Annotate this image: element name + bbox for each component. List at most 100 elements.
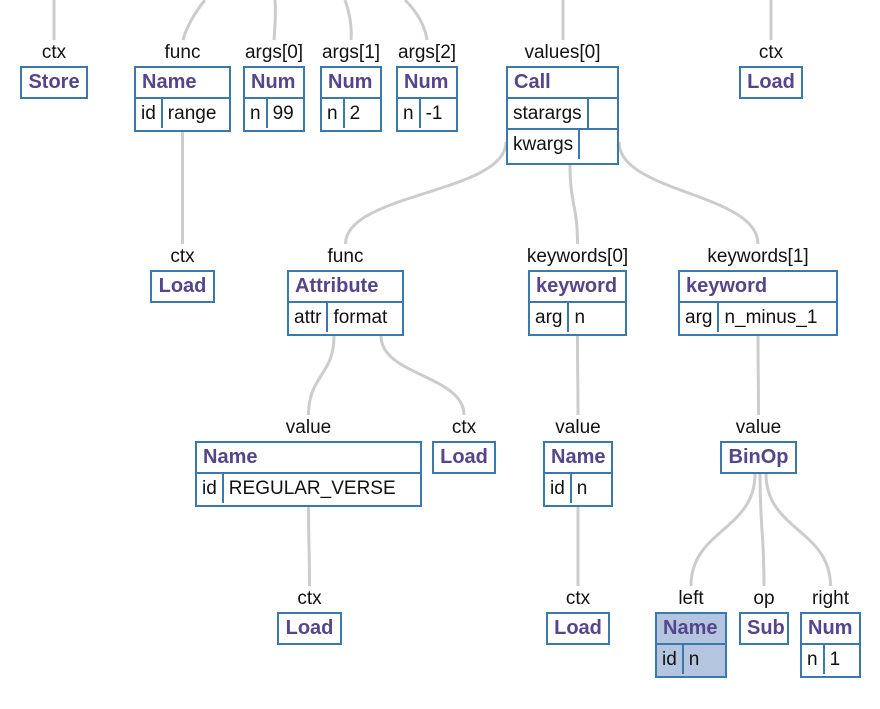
node-edge-label: left <box>678 588 704 609</box>
field-name: id <box>662 649 677 670</box>
node-edge-label: ctx <box>758 42 784 63</box>
node-edge-label: ctx <box>297 588 322 609</box>
edge-offscreen-args0 <box>272 0 277 41</box>
node-edge-label: value <box>285 417 332 438</box>
node-type-title: Attribute <box>295 275 379 297</box>
field-value: 99 <box>265 99 303 128</box>
field-name: n <box>327 103 338 124</box>
edge-n_call-to-n_kw1 <box>617 141 760 245</box>
field-value: n <box>569 474 611 503</box>
node-type-title: Load <box>747 71 795 93</box>
node-box: Sub <box>739 612 789 645</box>
node-edge-label: ctx <box>451 417 477 438</box>
node-edge-label: ctx <box>565 588 591 609</box>
node-type-title: Name <box>663 617 718 639</box>
field-value <box>578 130 617 159</box>
edge-offscreen-args1 <box>343 0 353 41</box>
node-field-row: starargs <box>508 97 617 128</box>
node-type-title: Sub <box>747 617 785 639</box>
node-edge-label: op <box>753 588 775 609</box>
field-name: attr <box>294 307 322 328</box>
node-type-title: keyword <box>686 275 768 297</box>
node-box: Load <box>546 612 610 645</box>
node-field-row: n-1 <box>398 97 456 128</box>
field-value: -1 <box>418 99 456 128</box>
node-edge-label: args[1] <box>321 42 381 63</box>
field-name: arg <box>535 307 563 328</box>
field-name: n <box>250 103 261 124</box>
node-box: Load <box>277 612 342 645</box>
field-name: n <box>403 103 414 124</box>
edge-offscreen-func <box>181 0 207 41</box>
node-type-title: Load <box>285 617 334 639</box>
node-box: Load <box>150 270 215 303</box>
edge-offscreen-args2 <box>403 0 429 41</box>
field-value <box>586 99 617 128</box>
edge-n_attribute-to-n_name_rv <box>307 335 336 416</box>
node-field-row: kwargs <box>508 128 617 159</box>
node-edge-label: keywords[1] <box>707 246 809 267</box>
edge-n_kw1-to-n_binop <box>756 335 760 416</box>
field-name: kwargs <box>513 134 574 155</box>
node-box: BinOp <box>720 441 797 474</box>
node-type-title: Num <box>328 71 373 93</box>
field-name: starargs <box>513 103 582 124</box>
node-edge-label: value <box>555 417 601 438</box>
node-edge-label: right <box>812 588 849 609</box>
node-edge-label: func <box>327 246 364 267</box>
field-name: id <box>550 478 565 499</box>
field-name: id <box>202 478 217 499</box>
node-box: Store <box>20 66 88 99</box>
field-value: 2 <box>342 99 380 128</box>
node-type-title: Load <box>158 275 207 297</box>
edge-n_kw0-to-n_name_n <box>576 335 580 416</box>
node-type-title: keyword <box>536 275 618 297</box>
node-type-title: Name <box>551 446 606 468</box>
node-box: Load <box>432 441 496 474</box>
field-name: n <box>807 649 818 670</box>
node-edge-label: func <box>164 42 201 63</box>
edge-n_binop-to-n_op <box>758 473 766 587</box>
edge-n_call-to-n_kw0 <box>568 164 579 245</box>
field-name: arg <box>685 307 713 328</box>
node-type-title: Name <box>142 71 197 93</box>
node-type-title: Load <box>554 617 602 639</box>
node-edge-label: value <box>735 417 782 438</box>
